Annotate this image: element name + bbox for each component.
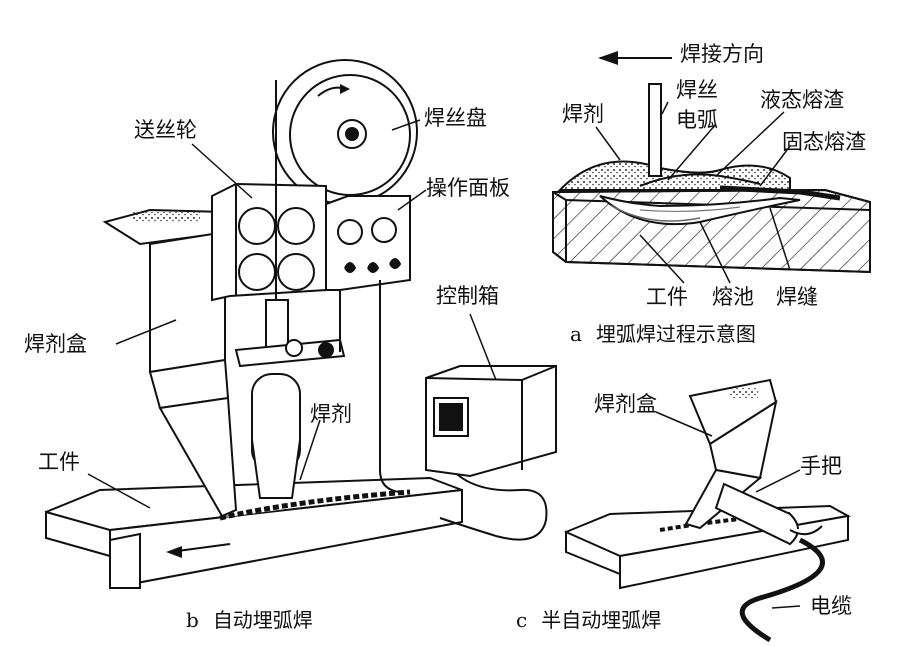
weld-pool-label: 熔池 (712, 285, 754, 309)
caption-a: a 埋弧焊过程示意图 (570, 324, 756, 344)
wire-spool-label: 焊丝盘 (424, 106, 487, 130)
figure-c-semiauto (564, 378, 851, 643)
cable-label: 电缆 (810, 594, 852, 618)
wire-label-a: 焊丝 (676, 78, 718, 102)
handle-label: 手把 (800, 454, 842, 478)
figure-a-schematic (552, 51, 871, 284)
wire-feed-box (211, 80, 327, 302)
liquid-slag (639, 173, 761, 187)
workpiece-label-b: 工件 (38, 450, 80, 474)
flux-hopper-b (102, 208, 238, 518)
workpiece-label-a: 工件 (646, 285, 688, 309)
weld-seam-label: 焊缝 (776, 285, 818, 309)
control-box (425, 365, 557, 478)
wire-spool-b (272, 59, 418, 205)
cable-b3 (439, 451, 548, 541)
workpiece-plates-b (44, 476, 463, 590)
handle-c (714, 482, 823, 546)
cable-b1 (379, 280, 401, 493)
caption-b-text: 自动埋弧焊 (212, 608, 313, 632)
figure-b-machine (44, 59, 557, 590)
caption-c-text: 半自动埋弧焊 (541, 608, 662, 632)
solid-slag-label: 固态熔渣 (782, 130, 866, 154)
wire-feed-wheel-label: 送丝轮 (134, 118, 197, 142)
weld-pool-shape (599, 195, 801, 226)
flux-hopper-label-c: 焊剂盒 (594, 392, 657, 416)
caption-a-text: 埋弧焊过程示意图 (595, 322, 756, 346)
welding-direction-label: 焊接方向 (680, 42, 764, 66)
control-panel-label: 操作面板 (426, 176, 510, 200)
caption-b-letter: b (186, 608, 199, 632)
caption-c-letter: c (516, 608, 528, 632)
arc-label-a: 电弧 (676, 108, 718, 132)
solid-slag (719, 185, 841, 201)
flux-hopper-label-b: 焊剂盒 (24, 332, 87, 356)
liquid-slag-label: 液态熔渣 (760, 88, 844, 112)
wire-electrode (648, 83, 662, 177)
welding-direction-arrow (598, 51, 672, 65)
caption-c: c 半自动埋弧焊 (516, 610, 661, 630)
caption-a-letter: a (570, 322, 582, 346)
flux-label-a: 焊剂 (562, 102, 604, 126)
welding-torch-b (234, 299, 346, 499)
workpiece-block (552, 188, 871, 274)
cable-c (739, 537, 825, 643)
control-panel-box (325, 195, 411, 291)
flux-label-b: 焊剂 (310, 402, 352, 426)
caption-b: b 自动埋弧焊 (186, 610, 313, 630)
control-box-label: 控制箱 (436, 284, 499, 308)
